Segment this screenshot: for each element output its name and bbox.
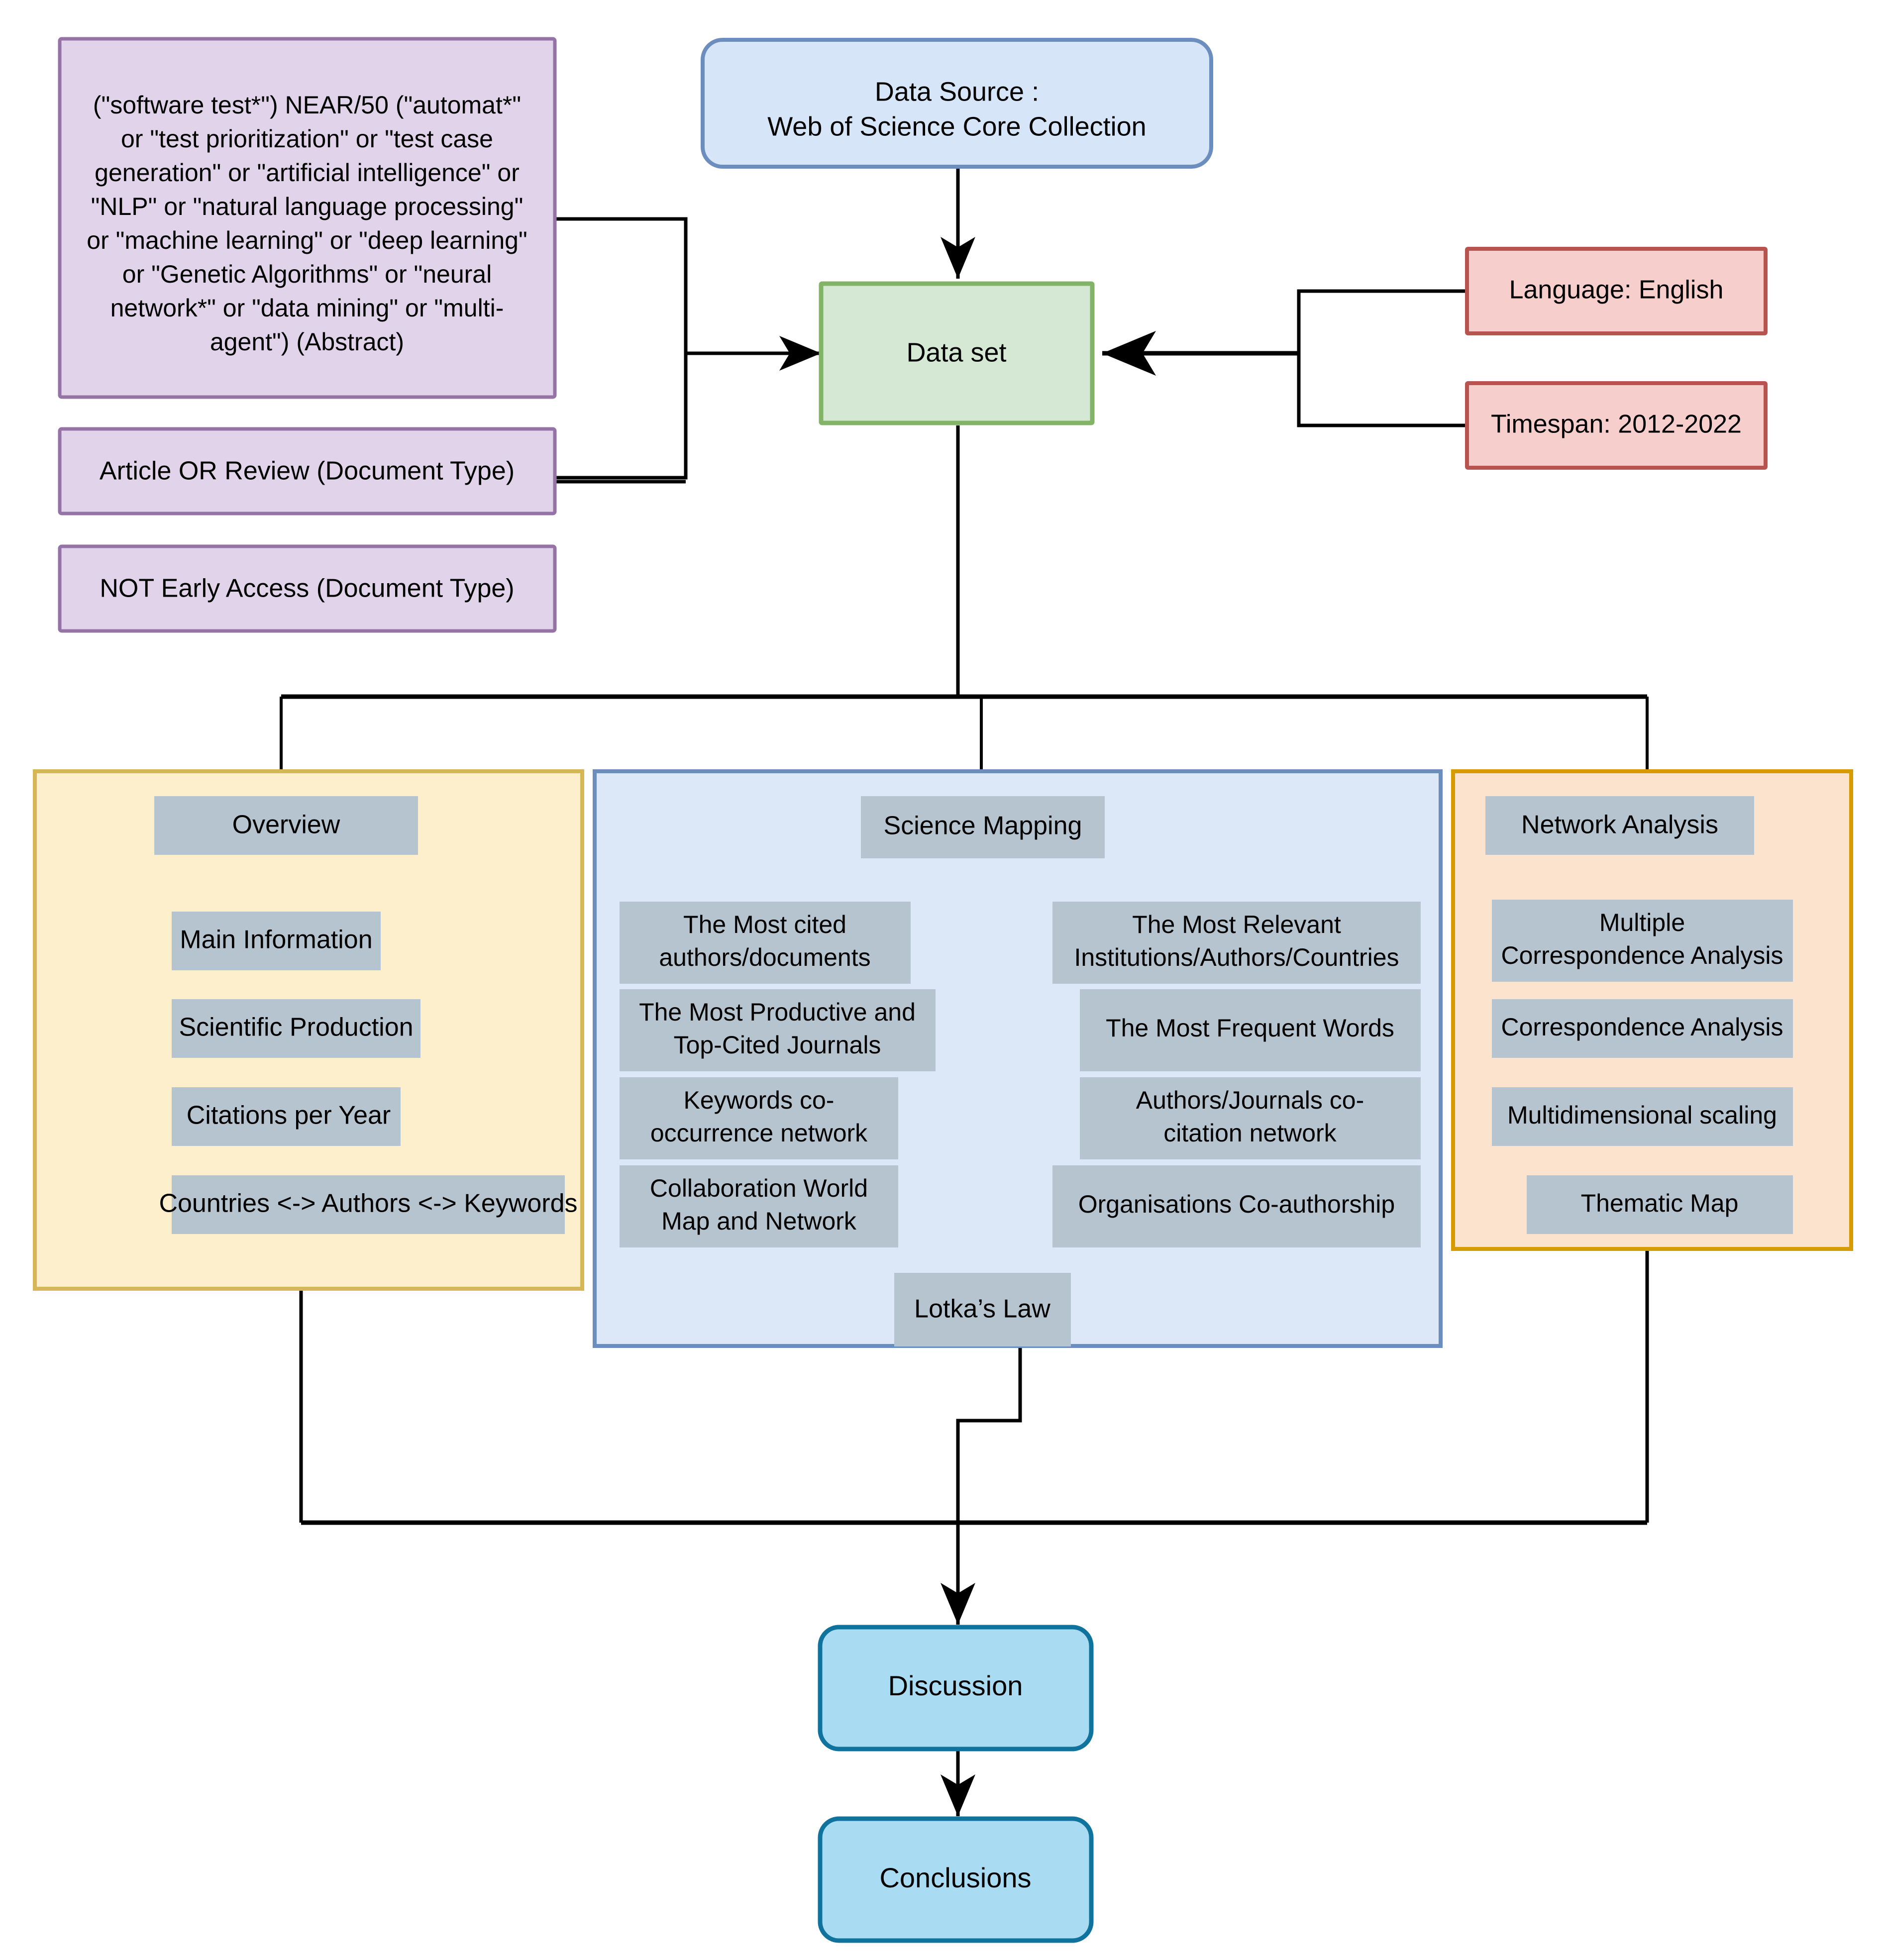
sm-right-label-2-line-0: The Most Frequent Words xyxy=(1106,1014,1394,1042)
search-query-line-0: ("software test*") NEAR/50 ("automat*" xyxy=(93,91,521,119)
node-layer: ("software test*") NEAR/50 ("automat*" o… xyxy=(58,37,1793,1943)
dataset-label: Data set xyxy=(906,337,1006,367)
overview-item-box-4[interactable] xyxy=(172,1175,565,1234)
constraint-label-timespan: Timespan: 2012-2022 xyxy=(1491,410,1742,439)
filter-box-not-early-access[interactable] xyxy=(58,544,557,633)
sm-left-box-4[interactable] xyxy=(620,1165,898,1247)
search-query-line-6: network*" or "data mining" or "multi- xyxy=(110,294,504,322)
sm-left-box-3[interactable] xyxy=(620,1077,898,1159)
connector-constraints-bus xyxy=(1297,289,1470,427)
overview-item-box-2[interactable] xyxy=(172,999,420,1058)
sm-left-label-4-line-1: Map and Network xyxy=(661,1207,857,1235)
filter-label-not-early-access: NOT Early Access (Document Type) xyxy=(100,574,514,603)
outcome-box-discussion[interactable] xyxy=(818,1625,1094,1752)
sm-left-box-2[interactable] xyxy=(620,989,936,1071)
sm-left-label-1-line-0: The Most cited xyxy=(683,911,846,938)
sm-right-box-3[interactable] xyxy=(1080,1077,1421,1159)
constraint-box-timespan[interactable] xyxy=(1465,381,1768,470)
sm-footer-label-lotkas-law: Lotka’s Law xyxy=(914,1295,1050,1324)
data-source-line-1: Web of Science Core Collection xyxy=(767,111,1146,141)
filter-label-article-or-review: Article OR Review (Document Type) xyxy=(100,457,515,486)
data-source-box[interactable] xyxy=(701,38,1213,169)
science-mapping-header-label: Science Mapping xyxy=(884,812,1082,840)
search-query-line-4: or "machine learning" or "deep learning" xyxy=(87,226,527,254)
overview-header-label: Overview xyxy=(232,811,340,839)
network-analysis-item-box-1[interactable] xyxy=(1492,900,1793,982)
overview-item-box-3[interactable] xyxy=(172,1087,401,1146)
network-analysis-header-box[interactable] xyxy=(1485,796,1754,855)
sm-right-label-3-line-1: citation network xyxy=(1163,1119,1337,1147)
sm-left-label-1-line-1: authors/documents xyxy=(659,943,870,971)
network-analysis-item-label-3: Multidimensional scaling xyxy=(1507,1101,1777,1129)
sm-right-label-4-line-0: Organisations Co-authorship xyxy=(1078,1190,1395,1218)
constraint-label-language: Language: English xyxy=(1509,276,1724,305)
network-analysis-item-box-3[interactable] xyxy=(1492,1087,1793,1146)
search-query-line-2: generation" or "artificial intelligence"… xyxy=(95,159,520,187)
data-source-line-0: Data Source : xyxy=(875,77,1039,106)
overview-item-box-1[interactable] xyxy=(172,912,381,970)
sm-left-label-3-line-0: Keywords co- xyxy=(684,1086,835,1114)
search-query-box[interactable] xyxy=(58,37,557,399)
overview-item-label-4: Countries <-> Authors <-> Keywords xyxy=(159,1189,577,1218)
connector-sm-exit xyxy=(956,1346,1022,1523)
sm-footer-box-lotkas-law[interactable] xyxy=(894,1273,1071,1346)
sm-left-label-2-line-1: Top-Cited Journals xyxy=(674,1031,881,1059)
connector-query-bus xyxy=(555,217,688,480)
sm-right-box-2[interactable] xyxy=(1080,989,1421,1071)
constraint-box-language[interactable] xyxy=(1465,247,1768,335)
sm-left-label-3-line-1: occurrence network xyxy=(650,1119,868,1147)
sm-right-box-1[interactable] xyxy=(1052,902,1421,984)
outcome-label-conclusions: Conclusions xyxy=(879,1862,1031,1893)
search-query-line-1: or "test prioritization" or "test case xyxy=(121,125,493,153)
network-analysis-header-label: Network Analysis xyxy=(1521,811,1718,839)
science-mapping-header-box[interactable] xyxy=(861,796,1105,858)
outcome-label-discussion: Discussion xyxy=(888,1670,1023,1701)
sm-right-label-1-line-0: The Most Relevant xyxy=(1132,911,1341,938)
network-analysis-item-label-1-line-1: Correspondence Analysis xyxy=(1501,941,1783,969)
overview-item-label-2: Scientific Production xyxy=(179,1013,413,1042)
network-analysis-item-label-4: Thematic Map xyxy=(1581,1189,1739,1217)
sm-right-label-3-line-0: Authors/Journals co- xyxy=(1136,1086,1364,1114)
sm-left-label-2-line-0: The Most Productive and xyxy=(639,998,916,1026)
overview-item-label-3: Citations per Year xyxy=(187,1101,391,1130)
sm-right-box-4[interactable] xyxy=(1052,1165,1421,1247)
sm-left-label-4-line-0: Collaboration World xyxy=(650,1174,868,1202)
filter-box-article-or-review[interactable] xyxy=(58,427,557,516)
outcome-box-conclusions[interactable] xyxy=(818,1816,1094,1943)
sm-right-label-1-line-1: Institutions/Authors/Countries xyxy=(1074,943,1399,971)
network-analysis-item-box-2[interactable] xyxy=(1492,999,1793,1058)
overview-header-box[interactable] xyxy=(154,796,418,855)
network-analysis-item-label-2: Correspondence Analysis xyxy=(1501,1013,1783,1041)
dataset-box[interactable] xyxy=(819,281,1095,425)
search-query-line-7: agent") (Abstract) xyxy=(210,328,404,356)
network-analysis-item-label-1-line-0: Multiple xyxy=(1599,909,1685,936)
sm-left-box-1[interactable] xyxy=(620,902,911,984)
search-query-line-3: "NLP" or "natural language processing" xyxy=(91,193,523,220)
overview-item-label-1: Main Information xyxy=(180,926,372,954)
search-query-line-5: or "Genetic Algorithms" or "neural xyxy=(122,260,492,288)
network-analysis-item-box-4[interactable] xyxy=(1527,1175,1793,1234)
